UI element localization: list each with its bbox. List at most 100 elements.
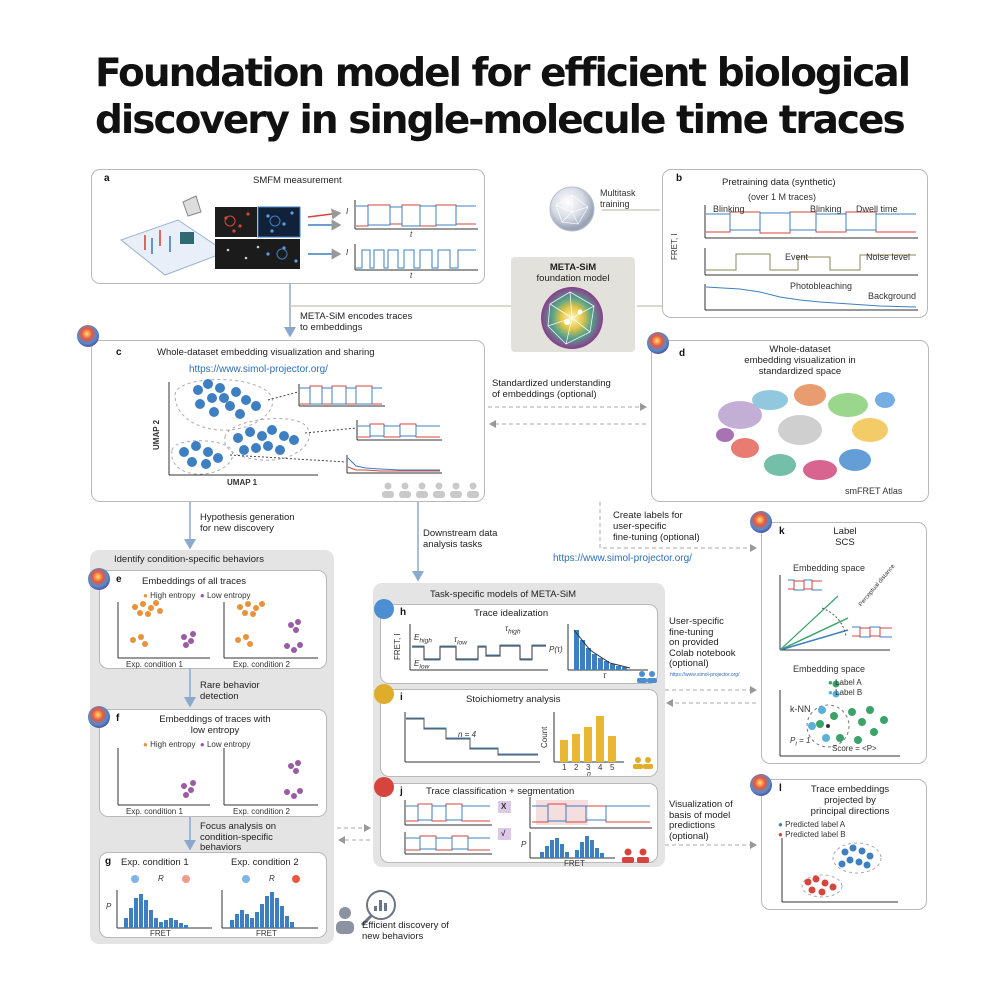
panel-e [99, 570, 327, 669]
panel-c-title: Whole-dataset embedding visualization an… [157, 347, 375, 358]
panel-b-subtitle: (over 1 M traces) [748, 192, 817, 202]
panel-k [761, 522, 927, 764]
panel-j-xlabel: FRET [564, 859, 585, 868]
panel-h-tau-axis: τ [603, 671, 606, 680]
panel-e-condition-2: Exp. condition 2 [233, 660, 290, 669]
panel-c-url[interactable]: https://www.simol-projector.org/ [189, 364, 328, 375]
panel-b-ylabel: FRET, I [670, 233, 679, 260]
panel-f [99, 709, 327, 817]
embedding-dot [275, 445, 285, 455]
panel-i-n4-label: n = 4 [458, 730, 477, 739]
secondary-url[interactable]: https://www.simol-projector.org/ [553, 553, 692, 564]
embedding-dot [195, 399, 205, 409]
knn-label: k-NN [790, 704, 811, 714]
predicted-label-a-legend: ● Predicted label A [778, 820, 846, 829]
embedding-dot [263, 441, 273, 451]
panel-a-time-label-2: t [410, 271, 413, 280]
score-label: Score = <P> [832, 744, 877, 753]
panel-a-intensity-label-2: I [346, 248, 349, 257]
panel-f-condition-1: Exp. condition 1 [126, 807, 183, 816]
embedding-dot [257, 431, 267, 441]
title-line-2: discovery in single-molecule time traces [95, 98, 906, 143]
panel-h-letter: h [400, 607, 407, 618]
embedding-dot [179, 447, 189, 457]
panel-g-xlabel-1: FRET [150, 929, 171, 938]
left-group-title: Identify condition-specific behaviors [114, 554, 264, 565]
task-group-title: Task-specific models of META-SiM [430, 589, 577, 600]
embedding-dot [279, 431, 289, 441]
embedding-dot [213, 453, 223, 463]
panel-i-tick-5: 5 [610, 763, 615, 772]
panel-a-title: SMFM measurement [253, 175, 342, 186]
embedding-dot [219, 393, 229, 403]
panel-h-ylabel: FRET, I [393, 633, 402, 660]
embedding-dot [203, 379, 213, 389]
smfret-atlas-label: smFRET Atlas [845, 486, 903, 496]
embedding-dot [207, 393, 217, 403]
panel-j-letter: j [400, 786, 403, 797]
embedding-space-label-2: Embedding space [793, 664, 866, 674]
photobleaching-label: Photobleaching [790, 281, 853, 291]
pi-label: Pi = 1 [790, 736, 811, 748]
title-line-1: Foundation model for efficient biologica… [95, 51, 911, 96]
panel-h [380, 604, 658, 684]
embedding-space-label-1: Embedding space [793, 563, 866, 573]
embedding-dot [239, 445, 249, 455]
panel-e-title: Embeddings of all traces [142, 576, 247, 587]
panel-h-tau-low: τlow [454, 635, 467, 647]
panel-b-letter: b [676, 173, 683, 184]
embedding-dot [201, 459, 211, 469]
predicted-label-b-legend: ● Predicted label B [778, 830, 846, 839]
embedding-dot [193, 385, 203, 395]
panel-a-letter: a [104, 173, 110, 184]
label-b-legend: ● Label B [828, 688, 863, 697]
event-label: Event [785, 252, 809, 262]
panel-b [662, 169, 928, 318]
panel-j-title: Trace classification + segmentation [426, 786, 575, 797]
panel-g-condition-2: Exp. condition 2 [231, 857, 299, 868]
panel-h-title: Trace idealization [474, 608, 549, 619]
embedding-dot [209, 407, 219, 417]
blinking-label-1: Blinking [713, 204, 745, 214]
panel-j-x-mark: X [501, 802, 507, 811]
panel-f-legend: ● High entropy ● Low entropy [143, 740, 251, 749]
panel-g-ylabel: P [106, 902, 112, 911]
panel-a-time-label-1: t [410, 230, 413, 239]
blinking-label-2: Blinking [810, 204, 842, 214]
embedding-dot [225, 401, 235, 411]
umap-2-label: UMAP 2 [152, 419, 161, 450]
label-a-legend: ● Label A [828, 678, 862, 687]
embedding-dot [191, 441, 201, 451]
panel-i-tick-4: 4 [598, 763, 603, 772]
dwell-time-label: Dwell time [856, 204, 898, 214]
panel-i-tick-1: 1 [562, 763, 567, 772]
embedding-dot [245, 427, 255, 437]
panel-l [761, 779, 927, 910]
panel-i-letter: i [400, 692, 403, 703]
embedding-dot [203, 447, 213, 457]
embedding-dot [251, 443, 261, 453]
panel-j [380, 783, 658, 863]
finetune-small-url[interactable]: https://www.simol-projector.org/ [670, 672, 740, 678]
embedding-dot [215, 383, 225, 393]
panel-e-legend: ● High entropy ● Low entropy [143, 591, 251, 600]
panel-h-tau-high: τhigh [505, 624, 521, 636]
panel-h-e-low: Elow [414, 659, 430, 671]
panel-i-tick-2: 2 [574, 763, 579, 772]
embedding-dot [233, 433, 243, 443]
panel-i-ylabel: Count [540, 726, 549, 748]
embedding-dot [267, 425, 277, 435]
embedding-dot [187, 457, 197, 467]
panel-g-condition-1: Exp. condition 1 [121, 857, 189, 868]
embedding-dot [235, 409, 245, 419]
panel-g-r-label-2: R [269, 874, 275, 883]
